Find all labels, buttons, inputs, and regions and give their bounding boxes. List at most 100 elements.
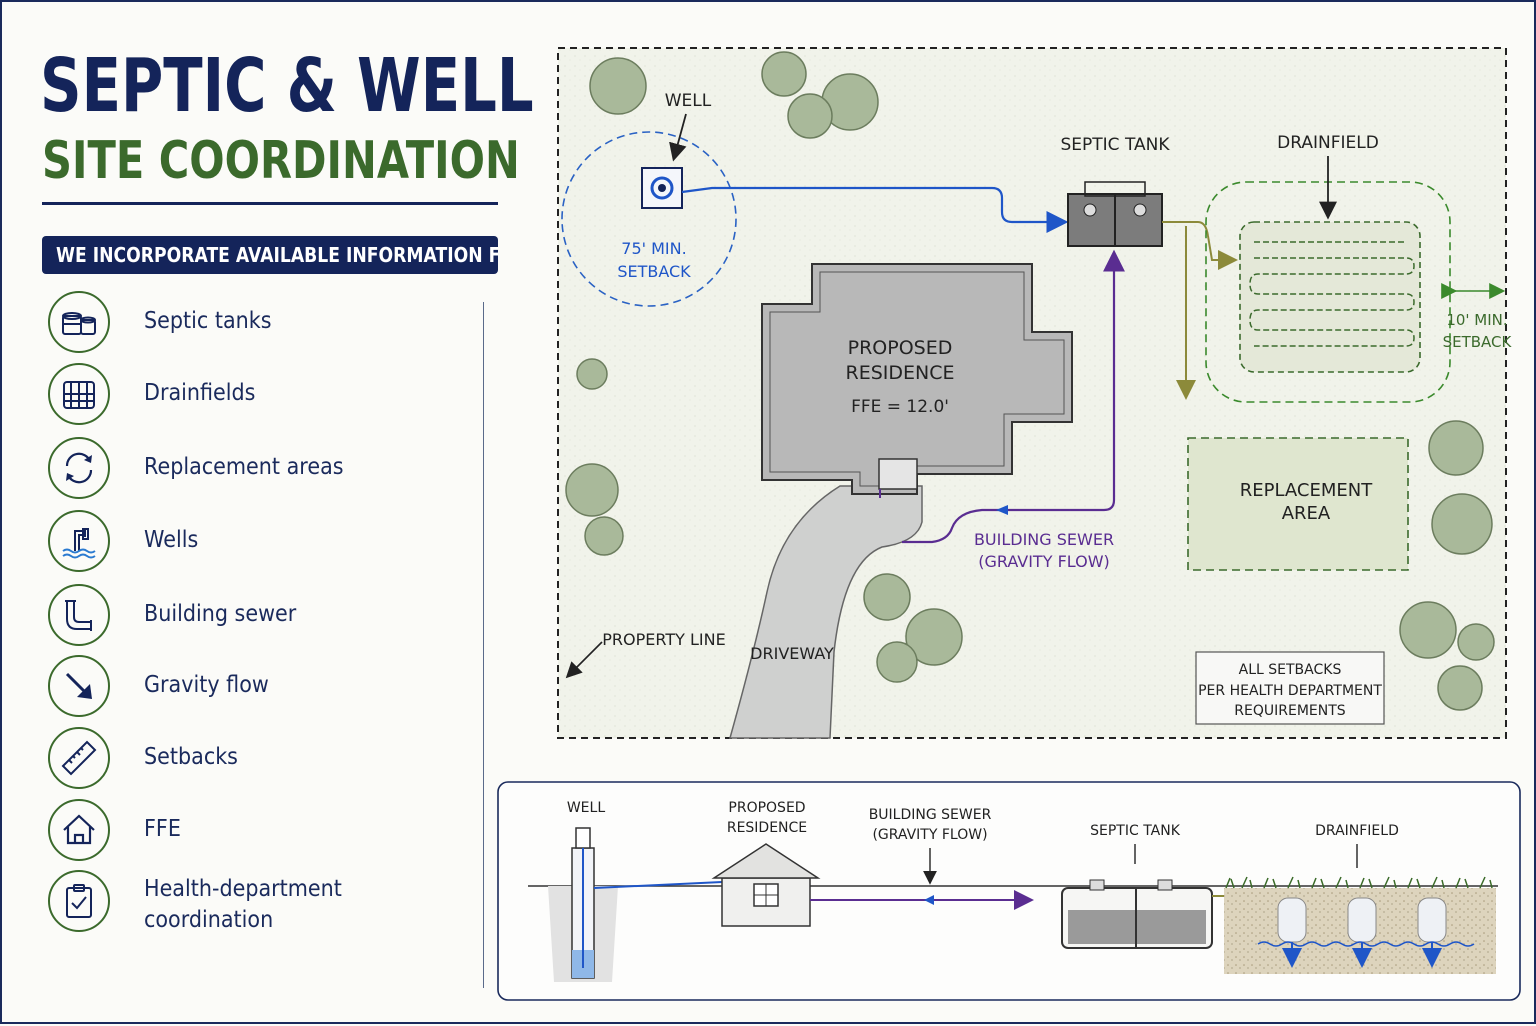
clipboard-check-icon	[48, 870, 110, 932]
title-underline	[42, 202, 498, 205]
list-item-label: Building sewer	[144, 601, 297, 627]
sidebar-divider	[483, 302, 484, 988]
section-well-label: WELL	[567, 800, 605, 816]
drainfield-area	[1239, 221, 1421, 373]
replacement-area-label-1: REPLACEMENT	[1240, 480, 1373, 501]
section-drainfield-trenches	[1257, 897, 1475, 968]
residence-label-line-1: PROPOSED	[848, 337, 953, 359]
residence-label-line-2: RESIDENCE	[846, 362, 955, 384]
section-septic-label: SEPTIC TANK	[1090, 823, 1181, 839]
section-sewer-label-1: BUILDING SEWER	[869, 807, 992, 823]
tree-icon	[1431, 493, 1493, 555]
section-grass	[1225, 876, 1493, 889]
list-item-drainfields: Drainfields	[48, 363, 468, 429]
drainfield-trenches	[1249, 241, 1415, 347]
tree-icon	[787, 93, 833, 139]
sewer-flow-arrow-icon	[996, 505, 1008, 515]
section-flow-arrow-icon	[924, 895, 934, 905]
list-item-label: Gravity flow	[144, 672, 269, 698]
drainfield-setback-label-1: 10' MIN.	[1446, 311, 1507, 329]
list-item-label: Septic tanks	[144, 308, 272, 334]
note-line-2: PER HEALTH DEPARTMENT	[1198, 683, 1382, 699]
sewer-label-2: (GRAVITY FLOW)	[978, 552, 1110, 571]
list-item-gravity-flow: Gravity flow	[48, 655, 468, 721]
driveway-area	[729, 485, 923, 739]
list-item-setbacks: Setbacks	[48, 727, 468, 793]
title-line-2: SITE COORDINATION	[42, 131, 520, 191]
well-label: WELL	[665, 91, 712, 111]
tree-icon	[589, 57, 647, 115]
section-residence-label-1: PROPOSED	[728, 800, 805, 816]
list-item-wells: Wells	[48, 510, 468, 576]
section-water-line	[593, 881, 723, 889]
water-supply-line	[681, 186, 1069, 233]
building-sewer-line	[902, 249, 1125, 544]
list-item-label: Drainfields	[144, 380, 256, 406]
well-center-dot	[658, 184, 666, 192]
list-item-label: Health-department coordination	[144, 876, 342, 933]
sewer-label-1: BUILDING SEWER	[974, 530, 1114, 549]
drainfield-icon	[48, 363, 110, 425]
well-pointer-arrow	[669, 113, 687, 162]
tree-icon	[565, 463, 619, 517]
replacement-area	[1187, 437, 1409, 571]
info-banner-text: WE INCORPORATE AVAILABLE INFORMATION FOR…	[56, 243, 498, 267]
list-item-replacement-areas: Replacement areas	[48, 437, 468, 503]
list-item-label: Wells	[144, 527, 199, 553]
well-icon	[48, 510, 110, 572]
list-item-ffe: FFE	[48, 799, 468, 865]
tree-group	[565, 51, 1495, 711]
house-icon	[48, 799, 110, 861]
septic-access-lid	[1133, 203, 1147, 217]
replacement-cycle-icon	[48, 437, 110, 499]
list-item-label: FFE	[144, 816, 181, 842]
info-banner: WE INCORPORATE AVAILABLE INFORMATION FOR…	[42, 236, 498, 274]
ffe-label: FFE = 12.0'	[851, 397, 949, 417]
tree-icon	[863, 573, 911, 621]
section-septic-riser	[1157, 879, 1173, 891]
note-line-1: ALL SETBACKS	[1239, 662, 1342, 678]
drainfield-setback-label-2: SETBACK	[1443, 333, 1513, 351]
setback-note-box	[1195, 651, 1385, 725]
section-drainfield-label: DRAINFIELD	[1315, 823, 1399, 839]
entry-porch	[878, 458, 918, 490]
section-house-roof	[711, 843, 821, 879]
tree-icon	[1437, 665, 1483, 711]
ruler-icon	[48, 727, 110, 789]
well-cap	[575, 827, 591, 849]
arrow-down-right-icon	[48, 655, 110, 717]
tree-icon	[905, 608, 963, 666]
septic-tank-label: SEPTIC TANK	[1060, 135, 1170, 155]
list-item-label: Replacement areas	[144, 454, 344, 480]
septic-tank-riser	[1084, 181, 1146, 197]
property-line-label: PROPERTY LINE	[602, 630, 725, 649]
section-sewer-label-2: (GRAVITY FLOW)	[872, 827, 987, 843]
septic-access-lid	[1083, 203, 1097, 217]
well-setback-circle	[561, 131, 737, 307]
tree-icon	[1399, 601, 1457, 659]
title-line-1: SEPTIC & WELL	[40, 43, 534, 129]
well-setback-label-1: 75' MIN.	[621, 239, 686, 258]
section-residence-label-2: RESIDENCE	[727, 820, 807, 836]
septic-tank-icon	[48, 291, 110, 353]
list-item-label: Setbacks	[144, 744, 238, 770]
well-setback-label-2: SETBACK	[617, 262, 691, 281]
note-line-3: REQUIREMENTS	[1234, 703, 1345, 719]
section-septic-riser	[1089, 879, 1105, 891]
list-item-building-sewer: Building sewer	[48, 584, 468, 650]
tree-icon	[1428, 420, 1484, 476]
property-line-pointer-arrow	[565, 641, 603, 679]
list-item-septic-tanks: Septic tanks	[48, 291, 468, 357]
tree-icon	[1457, 623, 1495, 661]
driveway-label: DRIVEWAY	[750, 644, 834, 663]
replacement-area-label-2: AREA	[1282, 503, 1331, 524]
well-icon	[650, 176, 674, 200]
effluent-line-to-drainfield	[1162, 221, 1238, 270]
list-item-health-department: Health-department coordination	[48, 870, 468, 936]
pipe-icon	[48, 584, 110, 646]
tree-icon	[761, 51, 807, 97]
drainfield-label: DRAINFIELD	[1277, 133, 1379, 153]
tree-icon	[876, 641, 918, 683]
